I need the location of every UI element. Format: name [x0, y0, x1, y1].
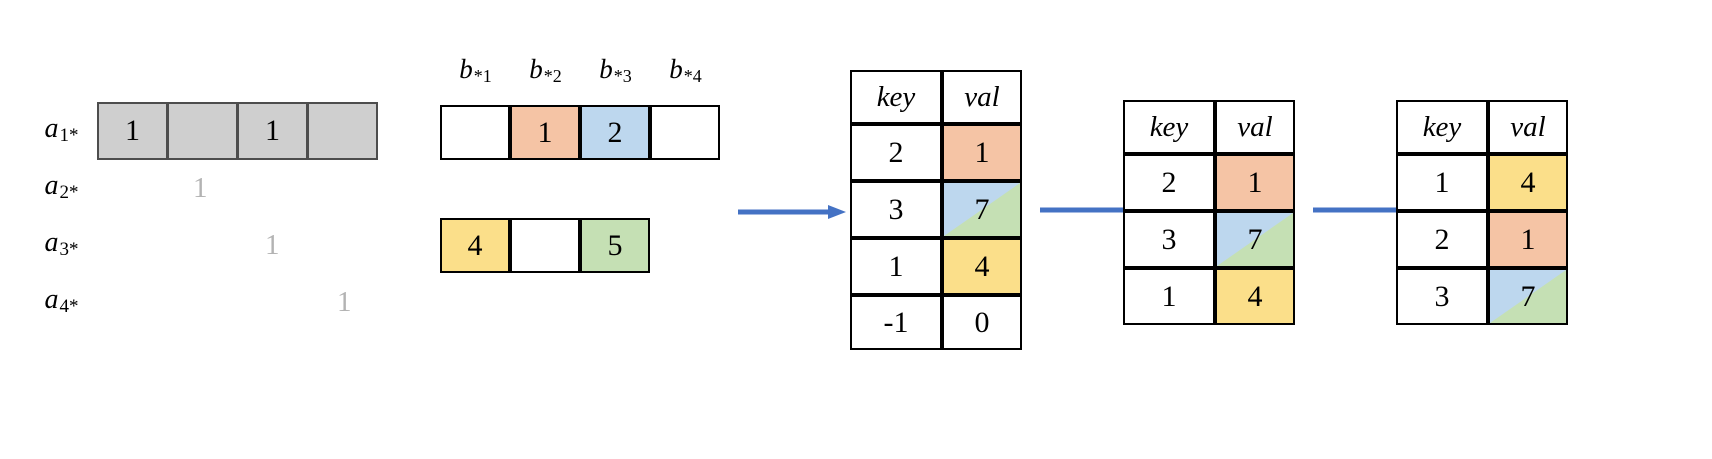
table2-row2-key: 3 — [1123, 211, 1215, 268]
matrix-a-row-label-4-base: a — [44, 283, 59, 315]
table3-row1-key: 1 — [1396, 154, 1488, 211]
table3-row3-val-text: 7 — [1520, 279, 1536, 313]
matrix-a-row-label-2-sub: 2* — [59, 181, 79, 203]
table1-header-key: key — [850, 70, 942, 124]
table3-row1-val-text: 4 — [1520, 165, 1536, 199]
table2-row3-val: 4 — [1215, 268, 1295, 325]
table2-row1-val-text: 1 — [1247, 165, 1263, 199]
vector-b-header-1-sub: *1 — [473, 65, 492, 86]
matrix-a-row-label-3-sub: 3* — [59, 238, 79, 260]
vector-b-header-3-base: b — [599, 53, 613, 84]
matrix-a-row-label-1-base: a — [44, 112, 59, 144]
vector-b-row1-cell-3: 2 — [580, 105, 650, 160]
table2-row2-val-split-fill — [1217, 213, 1293, 266]
matrix-a-ghost-value-row2: 1 — [193, 172, 208, 204]
table2-row1-key: 2 — [1123, 154, 1215, 211]
vector-b-header-box — [440, 38, 718, 100]
table2-row2-val: 7 — [1215, 211, 1295, 268]
table2-row3-val-text: 4 — [1247, 279, 1263, 313]
table3-header-key: key — [1396, 100, 1488, 154]
vector-b-row2-cell-1: 4 — [440, 218, 510, 273]
table1-row2-val: 7 — [942, 181, 1022, 238]
vector-b-header-4-sub: *4 — [683, 65, 702, 86]
matrix-a-ghost-value-row3: 1 — [265, 229, 280, 261]
matrix-a-row-label-1-sub: 1* — [59, 124, 79, 146]
table1-row1-key: 2 — [850, 124, 942, 181]
vector-b-header-1: b*1 — [440, 38, 510, 100]
table1-row4-val-text: 0 — [974, 305, 990, 339]
arrow-b-to-table1 — [738, 205, 846, 219]
table3-row1-val: 4 — [1488, 154, 1568, 211]
matrix-a-row-label-4-sub: 4* — [59, 295, 79, 317]
table3-row2-val-text: 1 — [1520, 222, 1536, 256]
table1-row3-val: 4 — [942, 238, 1022, 295]
table2-header-key: key — [1123, 100, 1215, 154]
vector-b-header-2: b*2 — [510, 38, 580, 100]
table1-row4-val: 0 — [942, 295, 1022, 350]
table3-row3-val-split-fill — [1490, 270, 1566, 323]
vector-b-header-1-base: b — [459, 53, 473, 84]
matrix-a-row1-cell-4 — [307, 102, 378, 160]
matrix-a-row-label-box — [25, 100, 101, 332]
vector-b-header-3: b*3 — [580, 38, 650, 100]
table1-header-val: val — [942, 70, 1022, 124]
table2-row2-val-text: 7 — [1247, 222, 1263, 256]
matrix-a-row1-cell-1: 1 — [97, 102, 168, 160]
table1-row3-val-text: 4 — [974, 249, 990, 283]
table3-header-val: val — [1488, 100, 1568, 154]
table1-row1-val: 1 — [942, 124, 1022, 181]
vector-b-row2-cell-3: 5 — [580, 218, 650, 273]
table2-row3-key: 1 — [1123, 268, 1215, 325]
table2-row1-val: 1 — [1215, 154, 1295, 211]
vector-b-row2-cell-2 — [510, 218, 580, 273]
vector-b-header-4: b*4 — [650, 38, 720, 100]
table1-row3-key: 1 — [850, 238, 942, 295]
table2-header-val: val — [1215, 100, 1295, 154]
vector-b-header-2-base: b — [529, 53, 543, 84]
table1-row4-key: -1 — [850, 295, 942, 350]
matrix-a-row-label-3-base: a — [44, 226, 59, 258]
table1-row2-key: 3 — [850, 181, 942, 238]
vector-b-header-4-base: b — [669, 53, 683, 84]
vector-b-row1-cell-2: 1 — [510, 105, 580, 160]
matrix-a-ghost-value-row4: 1 — [337, 286, 352, 318]
table3-row3-val: 7 — [1488, 268, 1568, 325]
matrix-a-row1-cell-3: 1 — [237, 102, 308, 160]
vector-b-row1-cell-4 — [650, 105, 720, 160]
table3-row3-key: 3 — [1396, 268, 1488, 325]
matrix-a-row1-cell-2 — [167, 102, 238, 160]
table1-row2-val-split-fill — [944, 183, 1020, 236]
vector-b-header-2-sub: *2 — [543, 65, 562, 86]
table3-row2-val: 1 — [1488, 211, 1568, 268]
table1-row1-val-text: 1 — [974, 135, 990, 169]
table1-row2-val-text: 7 — [974, 192, 990, 226]
matrix-a-row-label-2-base: a — [44, 169, 59, 201]
vector-b-row1-cell-1 — [440, 105, 510, 160]
table3-row2-key: 2 — [1396, 211, 1488, 268]
vector-b-header-3-sub: *3 — [613, 65, 632, 86]
